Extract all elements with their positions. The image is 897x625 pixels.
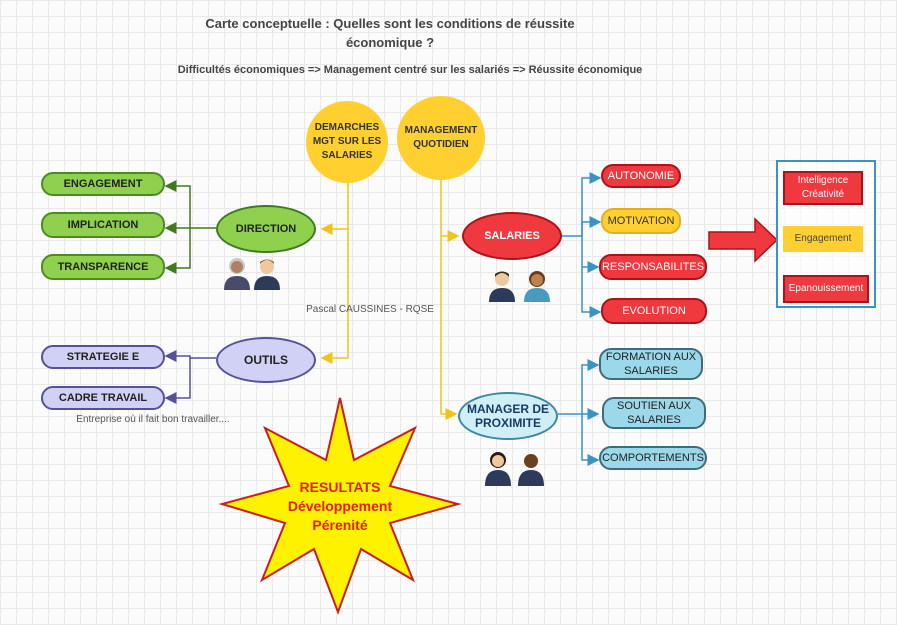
transparence-pill[interactable]: TRANSPARENCE (41, 254, 165, 280)
blue-connectors-salaries (562, 172, 602, 318)
lavender-connectors (164, 350, 216, 404)
engagement-pill[interactable]: ENGAGEMENT (41, 172, 165, 196)
green-connectors (164, 180, 216, 274)
resultats-line: Pérenité (312, 517, 368, 533)
hub-management[interactable]: MANAGEMENT QUOTIDIEN (397, 96, 485, 180)
author-label: Pascal CAUSSINES - RQSE (306, 304, 434, 315)
comportements-pill[interactable]: COMPORTEMENTS (599, 446, 707, 470)
person-icon (524, 271, 550, 302)
manager-node[interactable]: MANAGER DE PROXIMITE (458, 392, 558, 440)
resultats-line: RESULTATS (299, 479, 381, 495)
page-subtitle: Difficultés économiques => Management ce… (177, 64, 643, 76)
epanouissement-box[interactable]: Epanouissement (783, 275, 869, 303)
resultats-line: Développement (287, 498, 393, 514)
person-icon (518, 454, 544, 486)
yellow-connectors (320, 180, 460, 420)
engagement-box[interactable]: Engagement (783, 226, 863, 252)
formation-pill[interactable]: FORMATION AUX SALARIES (599, 348, 703, 380)
autonomie-pill[interactable]: AUTONOMIE (601, 164, 681, 188)
person-icon (489, 271, 515, 302)
outils-note: Entreprise où il fait bon travailler.... (76, 414, 230, 425)
person-icon (485, 452, 511, 486)
implication-pill[interactable]: IMPLICATION (41, 212, 165, 238)
resultats-text: RESULTATS Développement Pérenité (250, 478, 430, 535)
person-icon (224, 258, 250, 290)
page-title: Carte conceptuelle : Quelles sont les co… (205, 16, 575, 50)
cadre-travail-pill[interactable]: CADRE TRAVAIL (41, 386, 165, 410)
intelligence-box[interactable]: Intelligence Créativité (783, 171, 863, 205)
direction-node[interactable]: DIRECTION (216, 205, 316, 253)
person-icon (254, 259, 280, 290)
strategie-pill[interactable]: STRATEGIE E (41, 345, 165, 369)
responsabilites-pill[interactable]: RESPONSABILITES (599, 254, 707, 280)
big-arrow-icon (708, 217, 779, 263)
motivation-pill[interactable]: MOTIVATION (601, 208, 681, 234)
blue-connectors-manager (558, 359, 600, 466)
soutien-pill[interactable]: SOUTIEN AUX SALARIES (602, 397, 706, 429)
hub-demarches[interactable]: DEMARCHES MGT SUR LES SALARIES (306, 101, 388, 183)
evolution-pill[interactable]: EVOLUTION (601, 298, 707, 324)
outils-node[interactable]: OUTILS (216, 337, 316, 383)
resultats-star-shape (218, 397, 462, 615)
salaries-node[interactable]: SALARIES (462, 212, 562, 260)
